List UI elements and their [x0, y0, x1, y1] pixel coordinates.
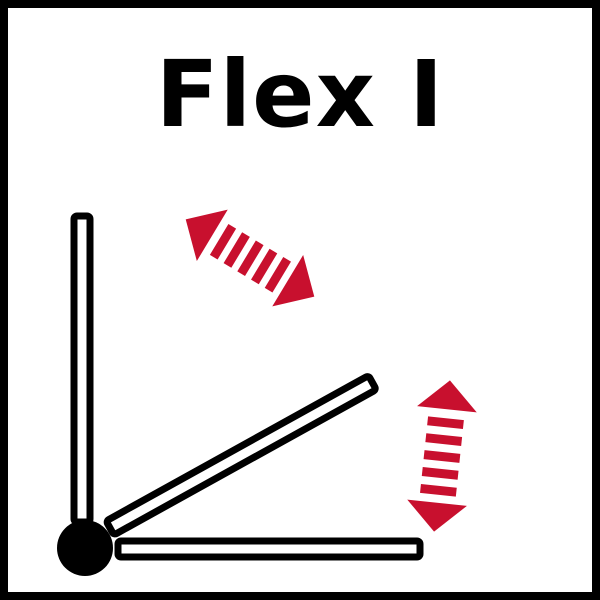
inclined-arm — [103, 373, 379, 538]
hinge-pivot-icon — [57, 520, 113, 576]
horizontal-arm — [114, 537, 424, 561]
double-arrow-icon — [185, 209, 315, 307]
double-arrow-icon — [407, 380, 477, 532]
vertical-arm — [70, 212, 94, 526]
label-title: Flex I — [155, 41, 445, 148]
